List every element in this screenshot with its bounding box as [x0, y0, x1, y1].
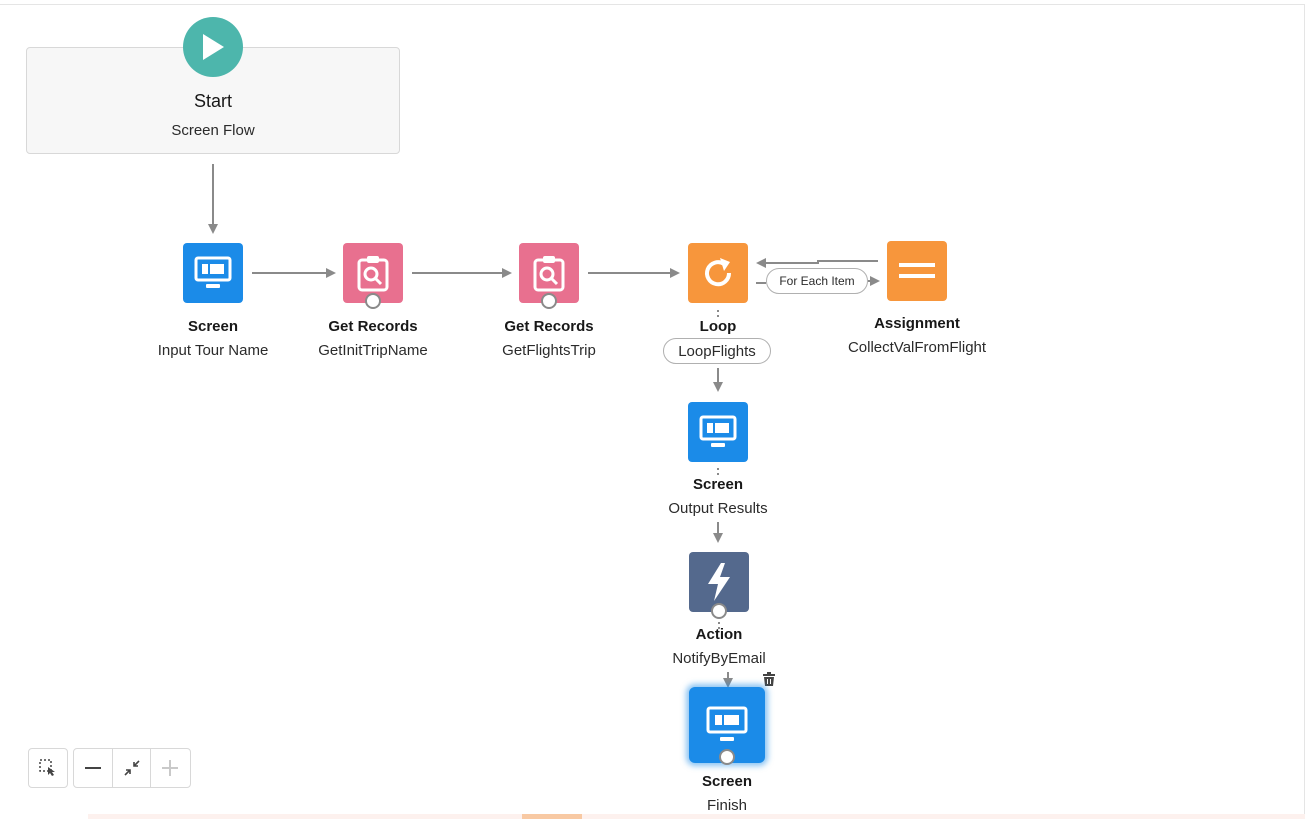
collapse-icon[interactable] — [112, 749, 150, 787]
screen-input-name: Input Tour Name — [157, 342, 269, 359]
connector-assignment-to-loop — [756, 258, 878, 268]
minus-icon[interactable] — [74, 749, 112, 787]
screen-finish-port[interactable] — [719, 749, 735, 765]
play-icon — [183, 17, 243, 77]
get-flights-type: Get Records — [504, 318, 594, 335]
screen-output-type: Screen — [692, 476, 744, 493]
lightning-icon — [708, 563, 730, 601]
start-title: Start — [193, 91, 232, 111]
select-elements-control[interactable] — [28, 748, 68, 788]
get-init-type: Get Records — [328, 318, 418, 335]
action-name: NotifyByEmail — [672, 650, 766, 667]
action-node[interactable] — [689, 552, 749, 612]
for-each-item-text: For Each Item — [779, 274, 855, 288]
get-flights-name: GetFlightsTrip — [502, 342, 596, 359]
clipboard-search-icon — [533, 256, 565, 292]
action-type: Action — [695, 626, 743, 643]
action-fault-port[interactable] — [711, 603, 727, 619]
trash-icon[interactable] — [762, 671, 776, 687]
equals-icon — [899, 263, 935, 278]
loop-node[interactable] — [688, 243, 748, 303]
screen-output-name: Output Results — [668, 500, 768, 517]
screen-icon — [699, 415, 737, 447]
start-subtitle: Screen Flow — [171, 122, 255, 139]
get-flights-node[interactable] — [519, 243, 579, 303]
plus-icon[interactable] — [150, 749, 188, 787]
clipboard-search-icon — [357, 256, 389, 292]
zoom-controls — [73, 748, 191, 788]
loop-icon — [705, 258, 732, 287]
screen-finish-type: Screen — [701, 773, 753, 790]
selection-icon[interactable] — [29, 749, 67, 787]
bottom-strip — [0, 814, 1305, 819]
screen-input-node[interactable] — [183, 243, 243, 303]
get-init-fault-port[interactable] — [365, 293, 381, 309]
screen-icon — [706, 706, 748, 741]
loop-type: Loop — [699, 318, 737, 335]
screen-output-node[interactable] — [688, 402, 748, 462]
get-init-name: GetInitTripName — [318, 342, 428, 359]
canvas-top-border — [0, 4, 1305, 5]
assignment-name: CollectValFromFlight — [847, 339, 987, 356]
assignment-type: Assignment — [874, 315, 960, 332]
loop-name: LoopFlights — [678, 342, 756, 360]
screen-icon — [194, 256, 232, 288]
for-each-item-label[interactable]: For Each Item — [766, 268, 868, 294]
screen-input-type: Screen — [187, 318, 239, 335]
assignment-node[interactable] — [887, 241, 947, 301]
loop-name-pill[interactable]: LoopFlights — [663, 338, 771, 364]
get-flights-fault-port[interactable] — [541, 293, 557, 309]
screen-finish-name: Finish — [706, 797, 747, 814]
